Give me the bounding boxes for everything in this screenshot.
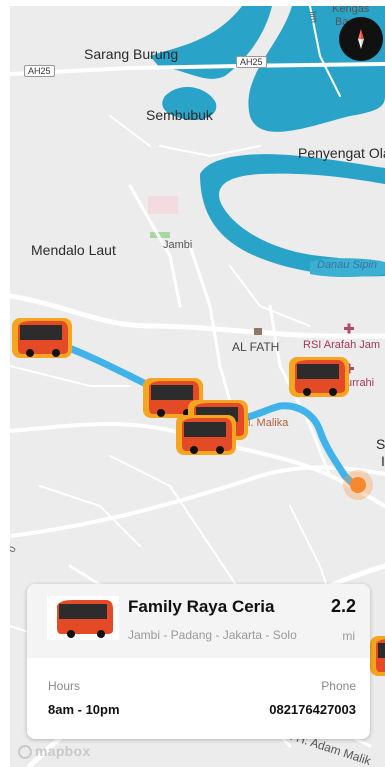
bus-icon <box>57 600 113 638</box>
map-label-kengas: Kengas <box>332 6 370 15</box>
map-label-danau-sipin: Danau Sipin <box>317 259 377 271</box>
map-shield-ah25-right: AH25 <box>236 56 267 68</box>
map-label-malika: l. Malika <box>248 417 289 429</box>
distance-unit: mi <box>342 629 355 643</box>
map-label-sembubuk: Sembubuk <box>146 107 213 123</box>
phone-value[interactable]: 082176427003 <box>269 702 356 717</box>
map-label-i: I <box>381 453 385 469</box>
bus-name: Family Raya Ceria <box>128 597 275 616</box>
map-label-lim: lim <box>307 10 320 24</box>
current-location-marker <box>343 470 373 500</box>
map-label-jambi: Jambi <box>163 239 193 251</box>
bus-thumbnail <box>47 596 119 640</box>
location-dot <box>350 477 366 493</box>
map-label-al-fath: AL FATH <box>232 340 280 354</box>
map-label-s: S <box>376 436 385 452</box>
bus-marker-4[interactable] <box>176 413 236 457</box>
mapbox-attribution[interactable]: mapbox <box>18 743 90 759</box>
bus-route: Jambi - Padang - Jakarta - Solo <box>128 628 297 642</box>
map-label-mendalo: Mendalo Laut <box>31 242 116 258</box>
bus-marker-1[interactable] <box>12 316 72 360</box>
map-label-sarang-burung: Sarang Burung <box>84 46 179 62</box>
hours-value: 8am - 10pm <box>48 702 120 717</box>
mapbox-text: mapbox <box>35 743 91 759</box>
map-label-urrahi: urrahi <box>346 377 375 389</box>
distance-value: 2.2 <box>330 596 356 616</box>
bus-marker-6[interactable] <box>370 634 385 678</box>
phone-label: Phone <box>321 679 356 693</box>
bus-marker-5[interactable] <box>289 355 349 399</box>
bus-info-card[interactable]: Family Raya Ceria Jambi - Padang - Jakar… <box>27 584 370 739</box>
bus-icon <box>12 318 72 358</box>
hours-label: Hours <box>48 679 81 693</box>
bus-icon <box>370 636 385 676</box>
map-label-penyengat: Penyengat Ola <box>298 145 385 161</box>
compass-button[interactable] <box>339 17 383 61</box>
bus-icon <box>176 415 236 455</box>
mapbox-logo-icon <box>18 745 32 759</box>
bus-icon <box>289 357 349 397</box>
compass-icon <box>358 29 364 49</box>
map-label-rsi-arafah: RSI Arafah Jam <box>303 339 381 351</box>
map-shield-ah25-left: AH25 <box>24 65 55 77</box>
